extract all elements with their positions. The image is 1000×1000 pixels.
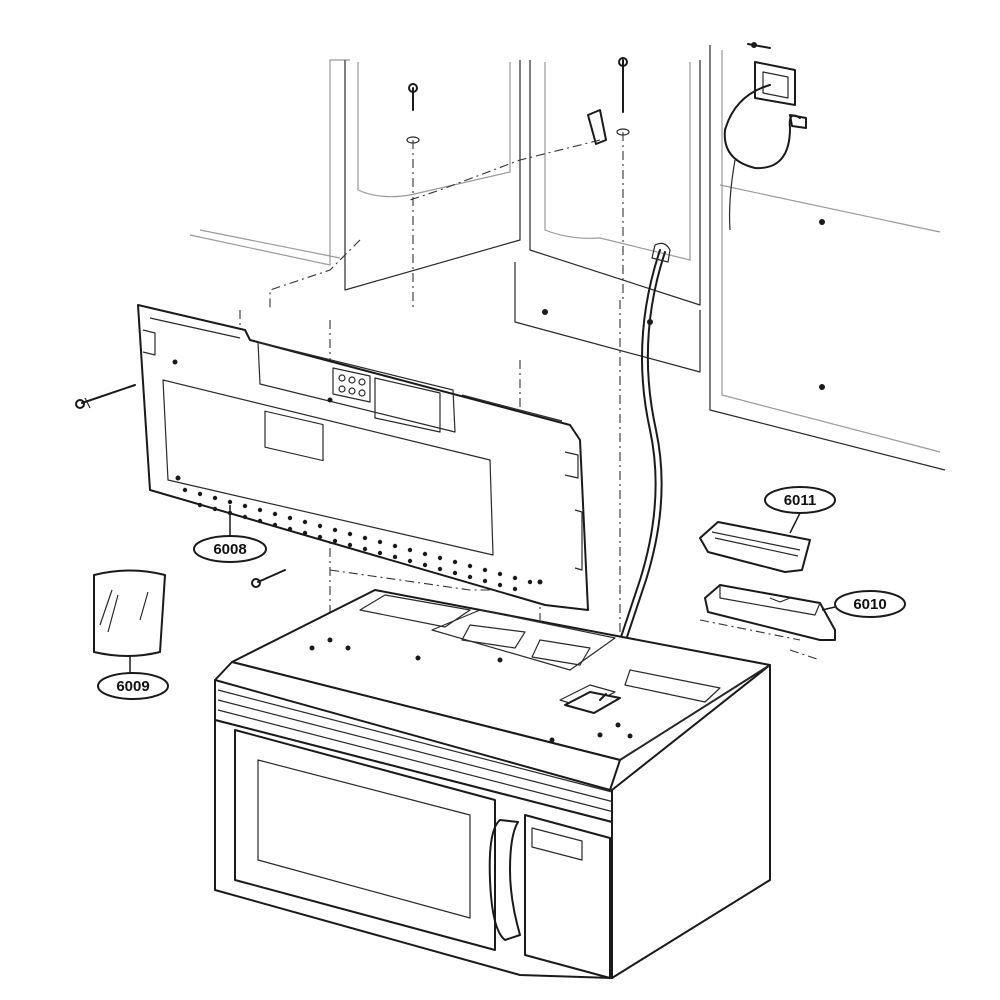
plate-screw-bottom xyxy=(251,569,286,588)
callout-label-6009: 6009 xyxy=(116,678,149,695)
damper-bracket xyxy=(704,584,836,641)
plate-vent-holes xyxy=(182,487,533,592)
wall-screw-left xyxy=(75,384,136,409)
wall-outlet xyxy=(747,42,796,106)
parts-bag xyxy=(93,569,166,657)
power-cord xyxy=(599,84,807,701)
upper-cabinets xyxy=(189,45,946,471)
callout-label-6008: 6008 xyxy=(213,541,246,558)
mounting-screws xyxy=(406,57,630,145)
damper-cover xyxy=(699,521,811,573)
callout-label-6011: 6011 xyxy=(784,492,817,509)
callout-6009: 6009 xyxy=(97,655,169,700)
cord-grommet xyxy=(564,691,621,714)
callout-6011: 6011 xyxy=(764,486,836,534)
callout-6008: 6008 xyxy=(193,505,267,563)
callout-label-6010: 6010 xyxy=(853,596,886,613)
callout-6010: 6010 xyxy=(821,590,906,618)
microwave-oven xyxy=(214,589,771,979)
mounting-plate xyxy=(137,304,589,611)
